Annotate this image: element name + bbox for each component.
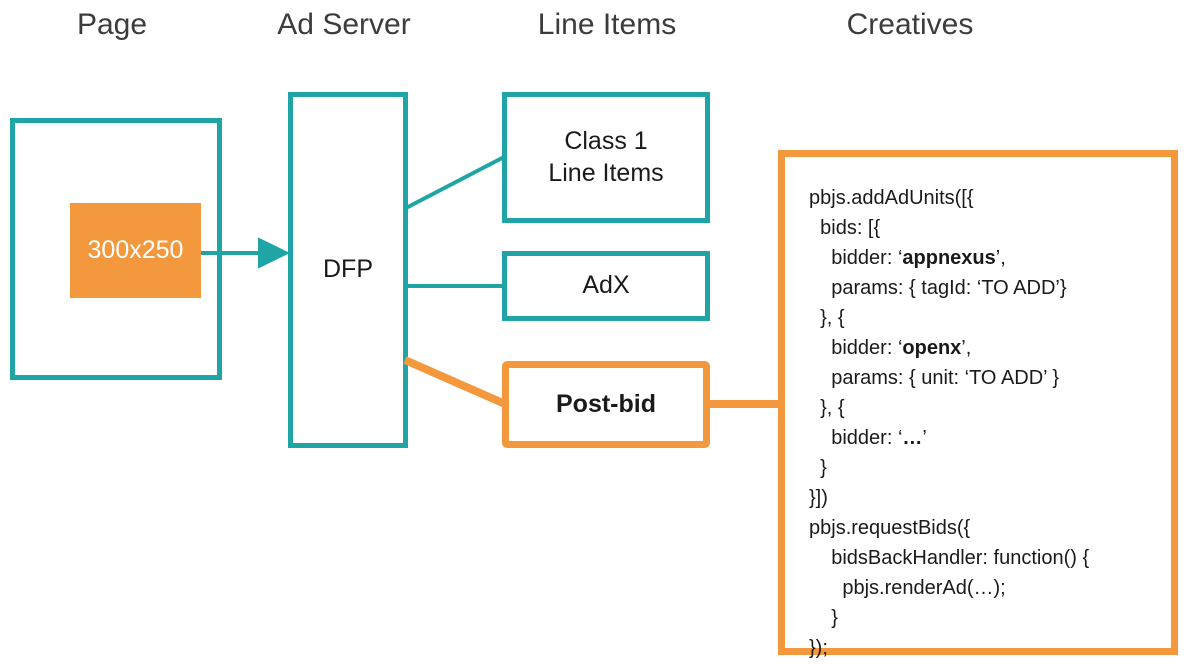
- adx-label: AdX: [582, 271, 630, 300]
- class1-line-items-label-line2: Line Items: [548, 158, 664, 187]
- column-heading-line-items: Line Items: [537, 8, 677, 41]
- dfp-label: DFP: [323, 255, 373, 284]
- code-line: });: [809, 637, 828, 659]
- code-line: bidder: ‘openx’,: [831, 337, 972, 359]
- code-line: pbjs.addAdUnits([{: [809, 187, 974, 209]
- code-line: }, {: [820, 397, 845, 419]
- creative-code-text: pbjs.addAdUnits([{ bids: [{ bidder: ‘app…: [809, 183, 1171, 663]
- code-line: }: [820, 457, 827, 479]
- column-heading-creatives: Creatives: [846, 8, 974, 41]
- code-line: }, {: [820, 307, 845, 329]
- post-bid-label: Post-bid: [556, 389, 656, 418]
- code-line: bidder: ‘…’: [831, 427, 927, 449]
- code-line: params: { tagId: ‘TO ADD’}: [831, 277, 1067, 299]
- post-bid-box[interactable]: Post-bid: [502, 361, 710, 448]
- code-line: bidsBackHandler: function() {: [831, 547, 1090, 569]
- code-line: }: [831, 607, 838, 629]
- code-line: pbjs.requestBids({: [809, 517, 971, 539]
- connector-dfp-to-class1: [405, 155, 505, 210]
- code-line: bids: [{: [820, 217, 881, 239]
- creative-code-panel: pbjs.addAdUnits([{ bids: [{ bidder: ‘app…: [778, 150, 1178, 659]
- code-line: pbjs.renderAd(…);: [842, 577, 1006, 599]
- code-line: params: { unit: ‘TO ADD’ }: [831, 367, 1060, 389]
- ad-slot-300x250[interactable]: 300x250: [70, 203, 201, 298]
- column-heading-page: Page: [76, 8, 148, 41]
- column-heading-ad-server: Ad Server: [277, 8, 411, 41]
- code-line: }]): [809, 487, 828, 509]
- connector-dfp-to-postbid: [403, 356, 507, 408]
- adx-box[interactable]: AdX: [502, 251, 710, 321]
- code-line: bidder: ‘appnexus’,: [831, 247, 1006, 269]
- ad-slot-label: 300x250: [87, 236, 184, 264]
- ad-server-dfp-box[interactable]: DFP: [288, 92, 408, 448]
- class1-line-items-label-line1: Class 1: [564, 127, 648, 156]
